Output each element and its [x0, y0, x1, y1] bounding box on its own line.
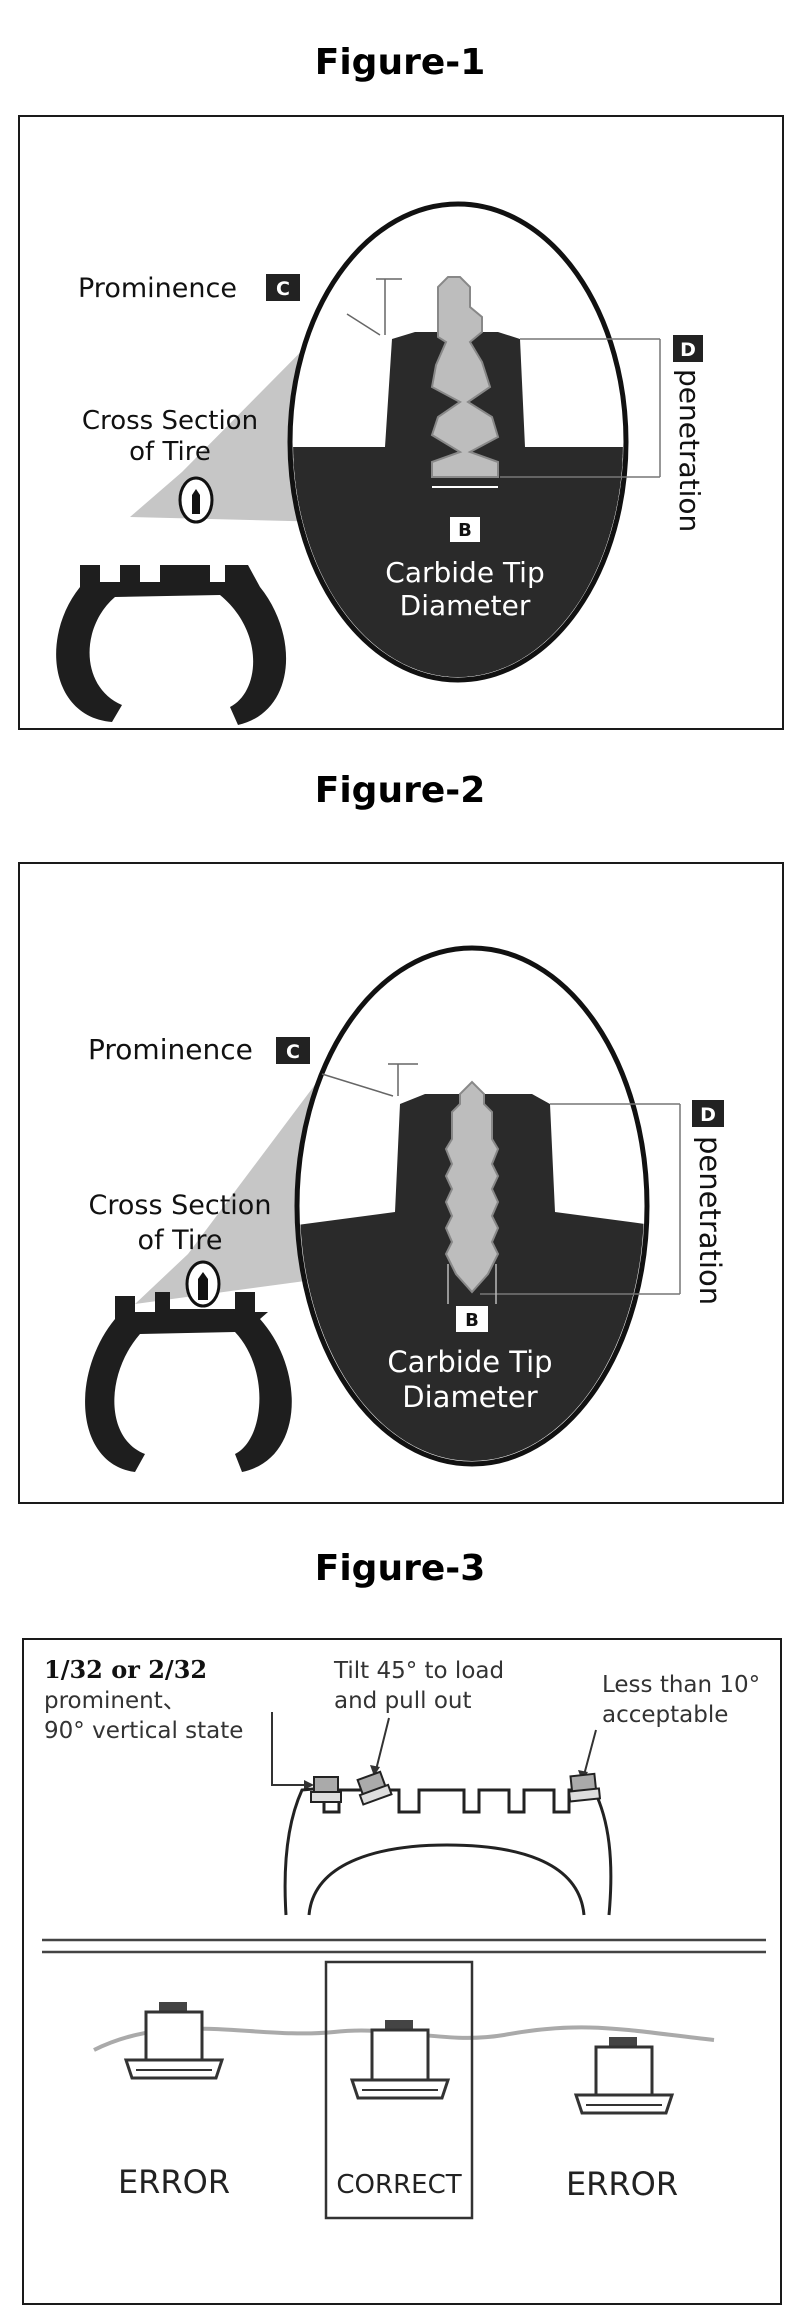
badge-b: [456, 1306, 488, 1332]
penetration-label: penetration: [693, 1136, 727, 1305]
less-than-label: Less than 10°: [602, 1672, 760, 1698]
penetration-label: penetration: [673, 369, 706, 532]
arrow-heads: [304, 1765, 588, 1790]
stud-error-right: [573, 2037, 675, 2115]
figure-3-diagram: 1/32 or 2/32 prominent、 90° vertical sta…: [42, 1655, 766, 2220]
badge-b: [450, 517, 480, 542]
cross-section-label: Cross Section: [89, 1190, 272, 1221]
error-label-right: ERROR: [566, 2165, 678, 2203]
tire-cross-section-icon: [85, 1260, 292, 1472]
figure-1-diagram: Prominence C Cross Section of Tire D pen…: [56, 201, 706, 725]
badge-c: [266, 274, 300, 301]
cross-section-label-2: of Tire: [138, 1225, 223, 1256]
cross-section-label: Cross Section: [82, 406, 258, 436]
error-label-left: ERROR: [118, 2163, 230, 2201]
badge-d-label: D: [680, 339, 696, 361]
vertical-state-label: 90° vertical state: [44, 1718, 243, 1744]
cross-section-label-2: of Tire: [129, 437, 211, 467]
prominent-label: prominent、: [44, 1688, 186, 1714]
fraction-label: 1/32 or 2/32: [44, 1655, 207, 1684]
stud-correct: [349, 2020, 451, 2100]
badge-d-label: D: [700, 1104, 716, 1126]
figure-3-title: Figure-3: [314, 1548, 486, 1589]
badge-c-label: C: [286, 1041, 300, 1063]
prominence-label: Prominence: [78, 273, 237, 304]
carbide-tip-label-2: Diameter: [402, 1380, 537, 1414]
carbide-tip-label-2: Diameter: [400, 589, 531, 622]
figure-3-panel: 1/32 or 2/32 prominent、 90° vertical sta…: [22, 1638, 782, 2305]
prominence-label: Prominence: [88, 1033, 253, 1066]
figure-2-diagram: Prominence C Cross Section of Tire D pen…: [85, 945, 727, 1472]
badge-c-label: C: [276, 278, 290, 300]
tilt-label: Tilt 45° to load: [333, 1658, 504, 1684]
correct-label: CORRECT: [336, 2170, 461, 2200]
badge-d: [692, 1100, 724, 1127]
badge-b-label: B: [465, 1310, 479, 1331]
stud-icon-slight: [567, 1772, 602, 1803]
stud-icon-tilted: [356, 1770, 393, 1806]
carbide-tip-label: Carbide Tip: [385, 556, 544, 589]
correct-box: [324, 1960, 474, 2220]
tire-profile: [283, 1786, 613, 1916]
figure-1-panel: Prominence C Cross Section of Tire D pen…: [18, 115, 784, 730]
pointer-arrows: [271, 1712, 597, 1786]
pull-out-label: and pull out: [334, 1688, 472, 1714]
stud-icon-vertical: [310, 1776, 342, 1803]
figure-1-title: Figure-1: [314, 42, 486, 83]
figure-2-panel: Prominence C Cross Section of Tire D pen…: [18, 862, 784, 1504]
magnification-cone: [135, 1054, 338, 1304]
carbide-tip-label: Carbide Tip: [387, 1345, 552, 1379]
stud-error-left: [123, 2002, 225, 2080]
acceptable-label: acceptable: [602, 1702, 728, 1728]
figure-2-title: Figure-2: [314, 770, 486, 811]
badge-d: [673, 335, 703, 362]
badge-b-label: B: [458, 520, 472, 541]
tire-cross-section-icon: [56, 476, 287, 725]
badge-c: [276, 1037, 310, 1064]
